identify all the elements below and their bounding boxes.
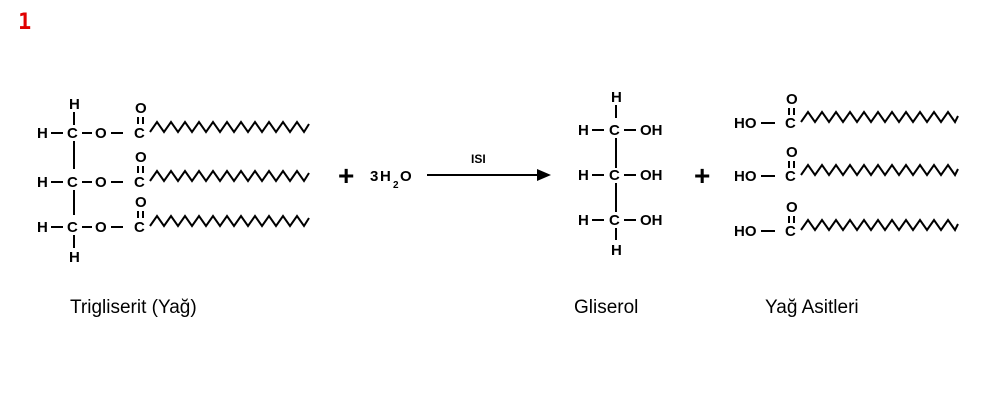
hydrocarbon-chain: [149, 120, 310, 134]
plus-sign: +: [338, 160, 354, 191]
hydrocarbon-chain: [800, 163, 959, 177]
figure-number: 1: [18, 10, 32, 35]
water-reagent: 3 H 2 O: [370, 168, 412, 191]
triglyceride-label: Trigliserit (Yağ): [70, 297, 197, 318]
atom-c: C: [609, 167, 620, 184]
atom-o: O: [95, 174, 107, 191]
atom-h: H: [37, 125, 48, 142]
atom-c: C: [609, 212, 620, 229]
reagent-subscript: 2: [393, 180, 399, 191]
atom-o: O: [786, 91, 798, 108]
atom-oh: OH: [640, 122, 663, 139]
reagent-o: O: [400, 168, 412, 185]
atom-ho: HO: [734, 168, 757, 185]
atom-ho: HO: [734, 115, 757, 132]
hydrocarbon-chain: [149, 169, 310, 183]
atom-c: C: [785, 168, 796, 185]
atom-oh: OH: [640, 212, 663, 229]
atom-c: C: [67, 174, 78, 191]
atom-o: O: [95, 219, 107, 236]
fatty-acids-structure: HO O C HO O C HO O C: [734, 91, 959, 240]
atom-h: H: [578, 212, 589, 229]
fatty-acids-label: Yağ Asitleri: [765, 297, 859, 318]
reaction-arrow: [427, 169, 551, 181]
atom-o: O: [786, 199, 798, 216]
atom-o: O: [135, 194, 147, 211]
hydrocarbon-chain: [149, 214, 310, 228]
reagent-coefficient: 3: [370, 168, 378, 185]
atom-c: C: [134, 125, 145, 142]
hydrocarbon-chain: [800, 218, 959, 232]
triglyceride-structure: H H C O O C H C O O C H C O: [37, 96, 310, 266]
atom-c: C: [609, 122, 620, 139]
atom-c: C: [67, 125, 78, 142]
atom-h: H: [69, 249, 80, 266]
atom-h: H: [578, 122, 589, 139]
glycerol-structure: H H C OH H C OH H C OH H: [578, 89, 663, 259]
glycerol-label: Gliserol: [574, 297, 638, 318]
atom-o: O: [786, 144, 798, 161]
hydrocarbon-chain: [800, 110, 959, 124]
atom-h: H: [578, 167, 589, 184]
atom-o: O: [135, 149, 147, 166]
arrow-label: ISI: [471, 152, 486, 166]
atom-h: H: [611, 242, 622, 259]
atom-oh: OH: [640, 167, 663, 184]
atom-h: H: [611, 89, 622, 106]
atom-h: H: [69, 96, 80, 113]
atom-ho: HO: [734, 223, 757, 240]
atom-c: C: [134, 219, 145, 236]
atom-c: C: [785, 223, 796, 240]
atom-o: O: [95, 125, 107, 142]
atom-c: C: [134, 174, 145, 191]
reagent-h: H: [380, 168, 391, 185]
atom-h: H: [37, 174, 48, 191]
atom-c: C: [785, 115, 796, 132]
plus-sign: +: [694, 160, 710, 191]
atom-c: C: [67, 219, 78, 236]
atom-o: O: [135, 100, 147, 117]
atom-h: H: [37, 219, 48, 236]
